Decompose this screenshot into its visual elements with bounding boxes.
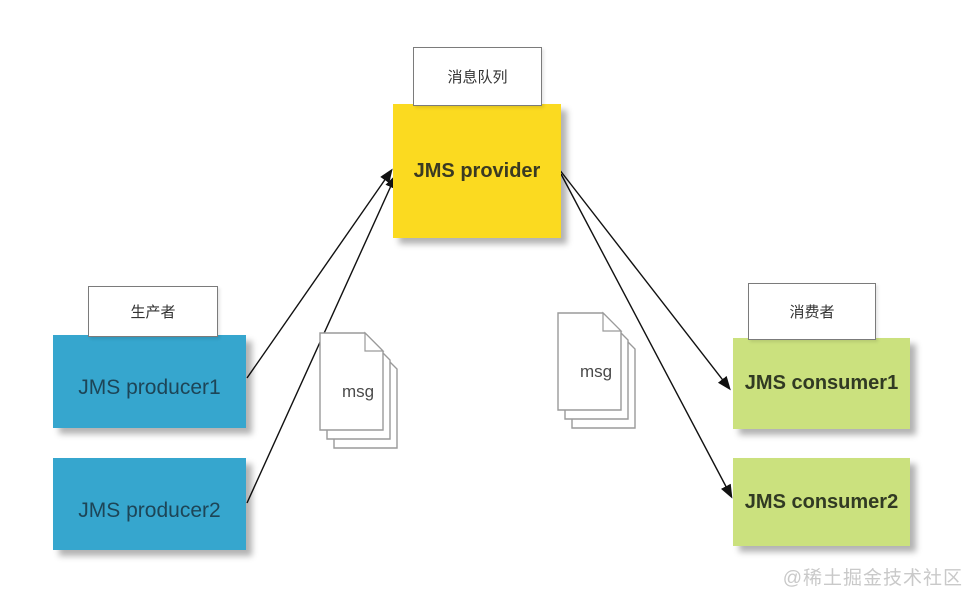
msg-document-stack-left: msg [319,331,398,449]
node-jms-provider: JMS provider [393,104,561,238]
node-jms-consumer1: JMS consumer1 [733,338,910,429]
msg-document-stack-right: msg [557,311,636,429]
producer-group-label: 生产者 [130,304,176,321]
label-box-consumer: 消费者 [748,283,876,340]
node-jms-producer1: JMS producer1 [53,335,246,428]
label-box-producer: 生产者 [88,286,218,337]
jms-producer2-label: JMS producer2 [78,498,221,522]
label-box-message-queue: 消息队列 [413,47,542,106]
message-queue-label: 消息队列 [447,69,508,86]
msg-label: msg [580,362,612,381]
document-fold-corner [602,311,623,332]
watermark-text: @稀土掘金技术社区 [782,568,963,589]
node-jms-producer2: JMS producer2 [53,458,246,550]
consumer-group-label: 消费者 [789,304,835,321]
node-jms-consumer2: JMS consumer2 [733,458,910,546]
document-fold-corner [364,331,385,352]
jms-consumer1-label: JMS consumer1 [744,372,899,394]
jms-producer1-label: JMS producer1 [78,376,221,399]
jms-provider-label: JMS provider [413,159,541,182]
msg-label: msg [342,382,374,401]
jms-consumer2-label: JMS consumer2 [744,490,899,513]
